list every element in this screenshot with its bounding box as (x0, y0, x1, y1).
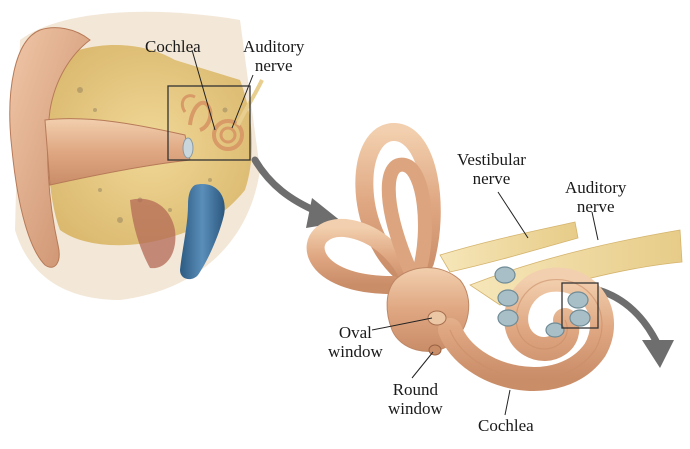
semicircular-canal-superior (355, 123, 441, 284)
ear-cross-section (9, 11, 264, 300)
inner-ear-labyrinth (306, 123, 683, 391)
cochlea-top-text: Cochlea (145, 37, 201, 56)
auditory-nerve-right-line1: Auditory (565, 178, 627, 197)
auditory-nerve-top-line2: nerve (254, 56, 293, 75)
oval-window (427, 310, 447, 326)
round-window-line2: window (388, 399, 443, 418)
label-vestibular-nerve: Vestibular nerve (457, 150, 526, 188)
zoom-arrow-right (594, 286, 674, 368)
round-window-line1: Round (392, 380, 439, 399)
leader-lines (191, 49, 599, 416)
label-round-window: Round window (388, 380, 443, 418)
zoom-box-cochlea (561, 282, 599, 329)
zoom-arrow-left (251, 156, 342, 228)
blood-vessel (180, 184, 225, 280)
oval-window-line2: window (328, 342, 383, 361)
round-window (428, 344, 442, 356)
label-auditory-nerve-right: Auditory nerve (565, 178, 626, 216)
zoom-box-ear (167, 85, 251, 161)
oval-window-line1: Oval (338, 323, 372, 342)
label-cochlea-bottom: Cochlea (478, 416, 534, 435)
auditory-nerve-right-line2: nerve (576, 197, 615, 216)
cochlea-bottom-text: Cochlea (478, 416, 534, 435)
label-auditory-nerve-top: Auditory nerve (243, 37, 304, 75)
vestibular-nerve-line2: nerve (472, 169, 511, 188)
vestibular-nerve (439, 221, 579, 273)
outer-ear (9, 27, 91, 268)
vestibular-nerve-line1: Vestibular (457, 150, 526, 169)
small-cochlea (180, 94, 244, 151)
label-oval-window: Oval window (328, 323, 383, 361)
semicircular-canal-lateral (381, 157, 432, 277)
semicircular-canal-posterior (306, 218, 419, 294)
label-cochlea-top: Cochlea (145, 37, 201, 56)
auditory-nerve-top-line1: Auditory (243, 37, 305, 56)
